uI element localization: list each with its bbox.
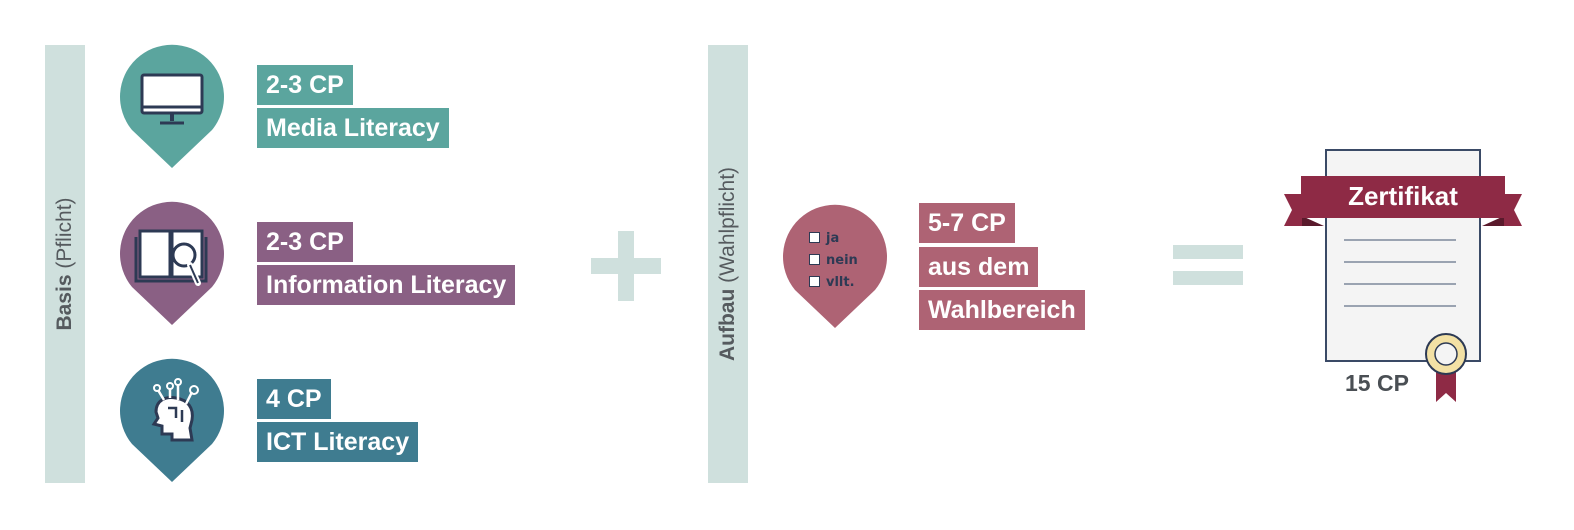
monitor-icon [138, 71, 206, 134]
book-magnifier-icon [134, 225, 210, 294]
media-literacy-pin [118, 44, 226, 170]
ict-literacy-name: ICT Literacy [257, 422, 419, 462]
option-nein: nein [809, 253, 858, 268]
media-literacy-name: Media Literacy [257, 108, 449, 148]
certificate-icon [1284, 149, 1522, 402]
information-literacy-name: Information Literacy [257, 265, 516, 305]
certificate-title: Zertifikat [1348, 181, 1458, 211]
aufbau-pin: ja nein vllt. [781, 204, 889, 330]
ict-literacy-cp: 4 CP [257, 379, 331, 419]
basis-label: Basis (Pflicht) [53, 197, 76, 331]
option-vllt: vllt. [809, 275, 855, 290]
aufbau-line2: Wahlbereich [919, 290, 1085, 330]
certificate-cp: 15 CP [1345, 370, 1409, 396]
media-literacy-cp: 2-3 CP [257, 65, 353, 105]
information-literacy-cp: 2-3 CP [257, 222, 353, 262]
ict-literacy-pin [118, 358, 226, 484]
aufbau-label: Aufbau (Wahlpflicht) [716, 166, 739, 362]
aufbau-line1: aus dem [919, 247, 1039, 287]
aufbau-bar: Aufbau (Wahlpflicht) [708, 45, 748, 483]
head-circuit-icon [142, 378, 206, 461]
option-ja: ja [809, 231, 839, 246]
checklist-icon: ja nein vllt. [781, 204, 889, 330]
basis-bar: Basis (Pflicht) [45, 45, 85, 483]
information-literacy-pin [118, 201, 226, 327]
aufbau-cp: 5-7 CP [919, 203, 1015, 243]
